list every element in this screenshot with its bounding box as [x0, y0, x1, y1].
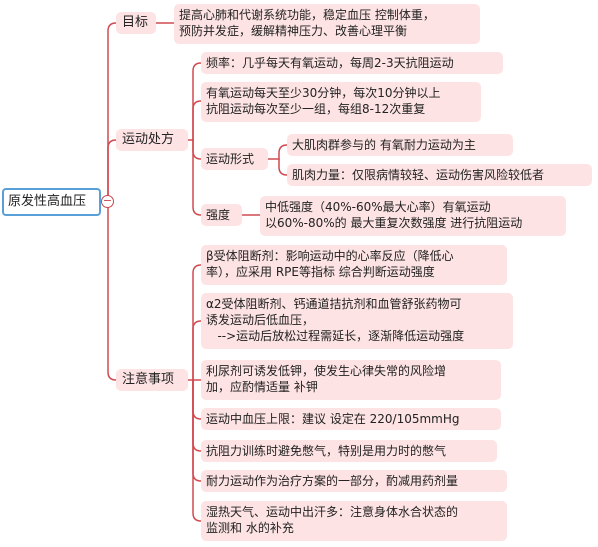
- minus-circle-icon[interactable]: −: [101, 194, 114, 208]
- link-root-to-prescription: [107, 139, 121, 202]
- precaution-bp-limit[interactable]: 运动中血压上限：建议 设定在 220/105mmHg: [201, 408, 501, 430]
- link-precautions-to-1: [192, 264, 206, 381]
- precaution-alpha2-blocker-line-2: 诱发运动后低血压，: [206, 313, 315, 327]
- precaution-beta-blocker-line-1: β受体阻断剂：影响运动中的心率反应（降低心: [206, 249, 454, 263]
- prescription-duration-line-2: 抗阻运动每次至少一组，每组8-12次重复: [206, 102, 426, 116]
- intensity-detail-line-2: 以60%-80%的 最大重复次数强度 进行抗阻运动: [265, 216, 523, 230]
- precaution-alpha2-blocker-line-1: α2受体阻断剂、钙通道拮抗剂和血管舒张药物可: [206, 297, 462, 311]
- prescription-duration-line-1: 有氧运动每天至少30分钟，每次10分钟以上: [206, 86, 441, 100]
- precaution-diuretic-line-1: 利尿剂可诱发低钾，使发生心律失常的风险增: [206, 364, 447, 378]
- precaution-alpha2-blocker-line-3: -->运动后放松过程需延长，逐渐降低运动强度: [206, 329, 465, 343]
- prescription-intensity[interactable]: 强度: [201, 204, 242, 226]
- precaution-breath-holding-line-1: 抗阻力训练时避免憋气，特别是用力时的憋气: [206, 444, 447, 458]
- precaution-hot-weather-line-1: 湿热天气、运动中出汗多：注意身体水合状态的: [206, 505, 459, 519]
- branch-precautions[interactable]: 注意事项: [116, 369, 188, 391]
- prescription-frequency[interactable]: 频率：几乎每天有氧运动，每周2-3天抗阻运动: [201, 52, 503, 74]
- prescription-form-label: 运动形式: [206, 152, 255, 166]
- prescription-frequency-line-1: 频率：几乎每天有氧运动，每周2-3天抗阻运动: [206, 56, 454, 70]
- link-precautions-to-7: [192, 379, 206, 522]
- precaution-bp-limit-line-1: 运动中血压上限：建议 设定在 220/105mmHg: [206, 412, 460, 426]
- form-aerobic-line-1: 大肌肉群参与的 有氧耐力运动为主: [292, 138, 476, 152]
- precaution-hot-weather[interactable]: 湿热天气、运动中出汗多：注意身体水合状态的 监测和 水的补充: [201, 501, 507, 541]
- root-topic-label: 原发性高血压: [8, 194, 87, 209]
- link-root-to-precautions: [107, 200, 121, 381]
- precaution-breath-holding[interactable]: 抗阻力训练时避免憋气，特别是用力时的憋气: [201, 440, 497, 462]
- branch-goal[interactable]: 目标: [116, 12, 156, 34]
- goal-detail-line-2: 预防并发症，缓解精神压力、改善心理平衡: [179, 24, 408, 38]
- intensity-detail-line-1: 中低强度（40%-60%最大心率）有氧运动: [265, 200, 491, 214]
- prescription-intensity-label: 强度: [206, 208, 231, 222]
- link-prescription-to-frequency: [192, 62, 206, 141]
- form-strength-line-1: 肌肉力量：仅限病情较轻、运动伤害风险较低者: [292, 168, 545, 182]
- goal-detail[interactable]: 提高心肺和代谢系统功能，稳定血压 控制体重， 预防并发症，缓解精神压力、改善心理…: [174, 4, 480, 44]
- link-form-to-aerobic: [278, 144, 292, 160]
- form-aerobic[interactable]: 大肌肉群参与的 有氧耐力运动为主: [287, 134, 513, 156]
- branch-exercise-prescription[interactable]: 运动处方: [116, 129, 188, 151]
- prescription-duration[interactable]: 有氧运动每天至少30分钟，每次10分钟以上 抗阻运动每次至少一组，每组8-12次…: [201, 82, 481, 122]
- link-form-to-strength: [278, 158, 292, 176]
- precaution-endurance-medication[interactable]: 耐力运动作为治疗方案的一部分，酌减用药剂量: [201, 470, 507, 492]
- precaution-beta-blocker-line-2: 率），应采用 RPE等指标 综合判断运动强度: [206, 265, 435, 279]
- branch-exercise-prescription-label: 运动处方: [122, 132, 175, 147]
- branch-goal-label: 目标: [122, 15, 149, 30]
- link-prescription-to-duration: [192, 100, 206, 141]
- link-root-to-goal: [102, 22, 121, 202]
- root-topic[interactable]: 原发性高血压: [2, 188, 101, 216]
- goal-detail-line-1: 提高心肺和代谢系统功能，稳定血压 控制体重，: [179, 8, 435, 22]
- precaution-endurance-medication-line-1: 耐力运动作为治疗方案的一部分，酌减用药剂量: [206, 474, 459, 488]
- precaution-alpha2-blocker[interactable]: α2受体阻断剂、钙通道拮抗剂和血管舒张药物可 诱发运动后低血压， -->运动后放…: [201, 293, 513, 349]
- link-prescription-to-intensity: [192, 139, 206, 216]
- precaution-beta-blocker[interactable]: β受体阻断剂：影响运动中的心率反应（降低心 率），应采用 RPE等指标 综合判断…: [201, 245, 507, 285]
- form-strength[interactable]: 肌肉力量：仅限病情较轻、运动伤害风险较低者: [287, 164, 592, 186]
- intensity-detail[interactable]: 中低强度（40%-60%最大心率）有氧运动 以60%-80%的 最大重复次数强度…: [260, 196, 566, 236]
- link-precautions-to-2: [192, 320, 206, 381]
- precaution-diuretic[interactable]: 利尿剂可诱发低钾，使发生心律失常的风险增 加，应酌情适量 补钾: [201, 360, 501, 400]
- branch-precautions-label: 注意事项: [122, 372, 175, 387]
- precaution-hot-weather-line-2: 监测和 水的补充: [206, 521, 294, 535]
- precaution-diuretic-line-2: 加，应酌情适量 补钾: [206, 380, 318, 394]
- prescription-form[interactable]: 运动形式: [201, 148, 268, 170]
